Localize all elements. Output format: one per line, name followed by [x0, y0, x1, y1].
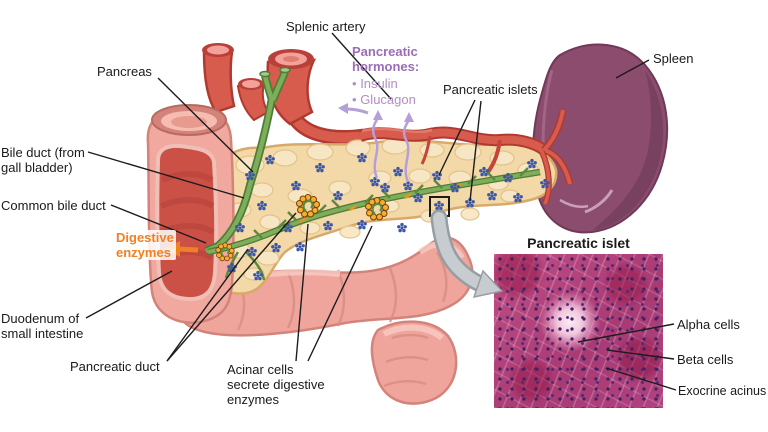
label-exocrine-acinus: Exocrine acinus	[678, 384, 767, 398]
artery-trunk	[202, 43, 366, 146]
hormone-glucagon-text: Glucagon	[360, 92, 416, 107]
acinar-line2: secrete digestive	[227, 377, 325, 392]
digestive-enzymes-line2: enzymes	[116, 245, 171, 260]
label-alpha-cells: Alpha cells	[677, 317, 740, 332]
label-digestive-enzymes: Digestive enzymes	[114, 230, 176, 260]
label-acinar-cells: Acinar cells secrete digestive enzymes	[227, 362, 325, 407]
leader-duodenum	[85, 270, 173, 319]
label-pancreatic-islets: Pancreatic islets	[443, 82, 538, 97]
leader-islets-1	[438, 99, 476, 176]
label-splenic-artery: Splenic artery	[286, 19, 366, 34]
label-pancreatic-duct: Pancreatic duct	[70, 359, 160, 374]
intestine-coils	[179, 236, 474, 405]
duodenum-shape	[146, 104, 235, 324]
leader-alpha-cells	[577, 323, 675, 343]
hormone-flow-arrows	[338, 103, 414, 183]
leader-exocrine-acinus	[605, 367, 677, 391]
leader-acinar-1	[295, 223, 309, 362]
hormone-insulin-text: Insulin	[360, 76, 398, 91]
label-spleen: Spleen	[653, 51, 694, 66]
hormones-block: Pancreatic hormones: • Insulin • Glucago…	[352, 44, 419, 108]
leader-acinar-2	[307, 225, 373, 362]
acinar-line1: Acinar cells	[227, 362, 294, 377]
hormone-item-glucagon: • Glucagon	[352, 92, 419, 107]
bile-and-pancreatic-ducts	[204, 66, 541, 281]
bile-duct-line2: gall bladder)	[1, 160, 73, 175]
leader-bile-duct	[87, 151, 245, 199]
bullet-icon: •	[352, 92, 357, 107]
leader-spleen	[615, 59, 650, 79]
leader-islets-2	[469, 100, 482, 202]
label-duodenum: Duodenum of small intestine	[1, 311, 83, 341]
acinar-line3: enzymes	[227, 392, 280, 407]
leader-pancreatic-duct-2	[166, 212, 297, 362]
digestive-enzymes-line1: Digestive	[116, 230, 174, 245]
hormones-title-line2: hormones:	[352, 59, 420, 74]
inset-zoom-arrow	[430, 209, 504, 299]
duodenum-line1: Duodenum of	[1, 311, 80, 326]
leader-pancreas	[157, 77, 254, 173]
label-common-bile-duct: Common bile duct	[1, 198, 106, 213]
label-beta-cells: Beta cells	[677, 352, 734, 367]
splenic-artery-shape	[358, 109, 574, 206]
hormones-title-line1: Pancreatic	[352, 44, 418, 59]
bullet-icon: •	[352, 76, 357, 91]
label-bile-duct: Bile duct (from gall bladder)	[1, 145, 85, 175]
duodenum-line2: small intestine	[1, 326, 84, 341]
leader-splenic-artery	[331, 32, 392, 100]
leader-pancreatic-duct-1	[166, 248, 249, 362]
label-pancreas: Pancreas	[97, 64, 152, 79]
inset-title: Pancreatic islet	[527, 235, 630, 251]
bile-duct-line1: Bile duct (from	[1, 145, 85, 160]
leader-common-bile-duct	[110, 204, 207, 244]
leader-lines	[85, 32, 677, 391]
leader-beta-cells	[606, 349, 675, 360]
hormone-item-insulin: • Insulin	[352, 76, 419, 91]
